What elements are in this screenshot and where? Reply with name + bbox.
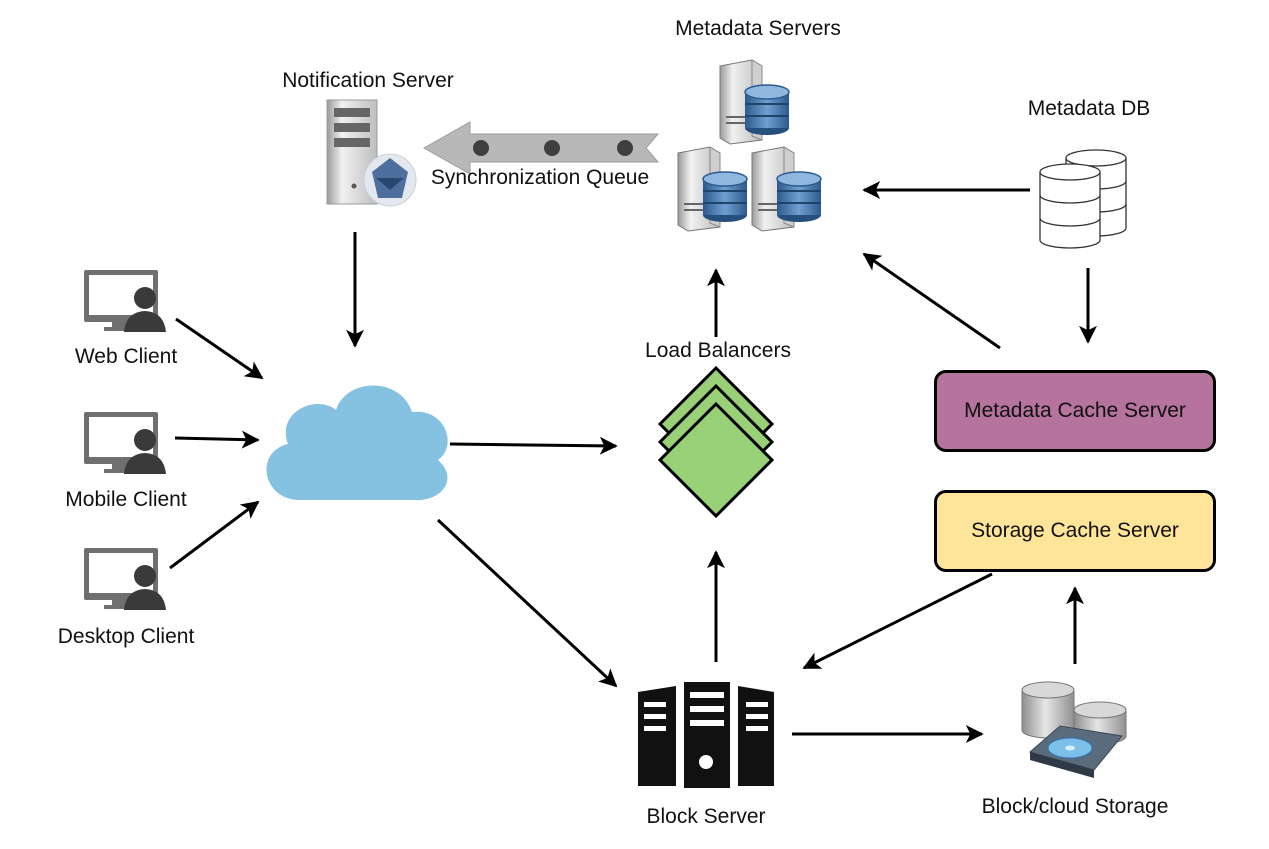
synchronization-queue-label: Synchronization Queue (430, 166, 650, 189)
mobile-client-label: Mobile Client (65, 488, 187, 511)
notification-server-label: Notification Server (282, 69, 454, 92)
server-tower-icon (326, 99, 417, 207)
desktop-client-label: Desktop Client (57, 625, 195, 648)
load-balancers-label: Load Balancers (645, 339, 791, 362)
arrow-cloud-to-block-server (436, 518, 618, 688)
stacked-diamond-icon (657, 365, 775, 519)
synchronization-queue-arrow-icon (422, 121, 660, 175)
arrow-mobile-client-to-cloud (174, 430, 260, 449)
cloud-icon (266, 385, 448, 501)
storage-cache-server-box: Storage Cache Server (934, 490, 1216, 572)
metadata-servers-label: Metadata Servers (675, 17, 841, 40)
web-client-label: Web Client (74, 345, 178, 368)
connectors (169, 181, 1097, 743)
monitor-user-icon (84, 270, 166, 610)
arrow-desktop-client-to-cloud (169, 500, 260, 570)
arrow-storage-cache-to-block-server (802, 572, 993, 670)
storage-disk-icon (1021, 681, 1127, 778)
block-cloud-storage-label: Block/cloud Storage (981, 795, 1169, 818)
database-server-icon (677, 59, 822, 232)
storage-cache-server-label: Storage Cache Server (971, 519, 1179, 542)
block-server-label: Block Server (646, 805, 766, 828)
arrow-cloud-to-load-balancers (449, 436, 618, 455)
arrow-metadata-cache-to-metadata-servers (862, 252, 1001, 350)
metadata-cache-server-label: Metadata Cache Server (964, 399, 1186, 422)
metadata-cache-server-box: Metadata Cache Server (934, 370, 1216, 452)
database-icon (1039, 149, 1127, 249)
server-rack-icon (638, 682, 774, 788)
arrow-web-client-to-cloud (175, 317, 264, 380)
metadata-db-label: Metadata DB (1027, 97, 1151, 120)
